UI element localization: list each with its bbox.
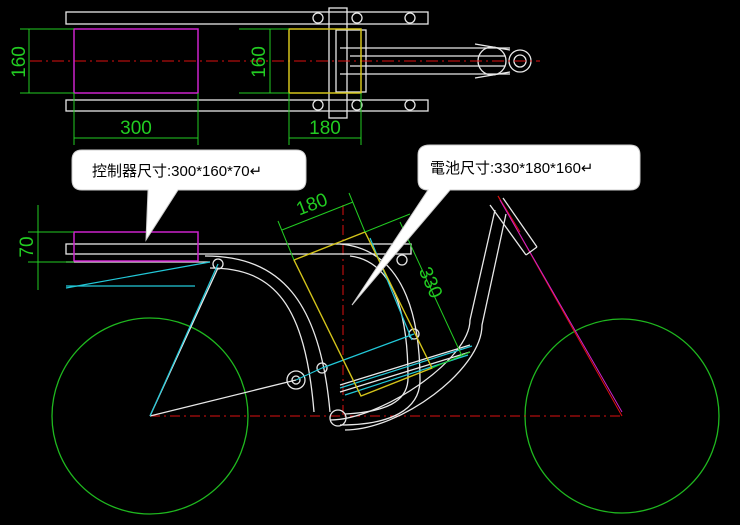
top-view <box>65 7 532 119</box>
cyan-construction <box>65 237 473 417</box>
top-view-dimensions <box>20 28 362 145</box>
top-rail-lower <box>65 99 429 112</box>
dim-battery-width: 180 <box>309 118 341 139</box>
dim-controller-width: 300 <box>120 118 152 139</box>
controller-callout-text: 控制器尺寸:300*160*70↵ <box>92 163 262 180</box>
fork-line <box>499 199 623 413</box>
controller-side-view <box>73 231 199 262</box>
battery-top-view <box>288 28 362 94</box>
rear-wheel <box>51 317 249 515</box>
dim-battery-side-length: 330 <box>414 264 446 302</box>
dim-top-left-height: 160 <box>9 46 30 78</box>
dim-controller-height: 70 <box>17 236 38 257</box>
controller-callout: 控制器尺寸:300*160*70↵ <box>71 149 307 242</box>
frame-side-view <box>65 197 538 431</box>
side-view-dimensions <box>28 192 471 369</box>
controller-top-view <box>73 28 199 94</box>
dim-top-right-height: 160 <box>249 46 270 78</box>
top-rail-upper <box>65 11 429 25</box>
dim-battery-side-width: 180 <box>293 189 330 220</box>
battery-callout: 電池尺寸:330*180*160↵ <box>351 144 641 306</box>
battery-callout-text: 電池尺寸:330*180*160↵ <box>430 160 594 177</box>
